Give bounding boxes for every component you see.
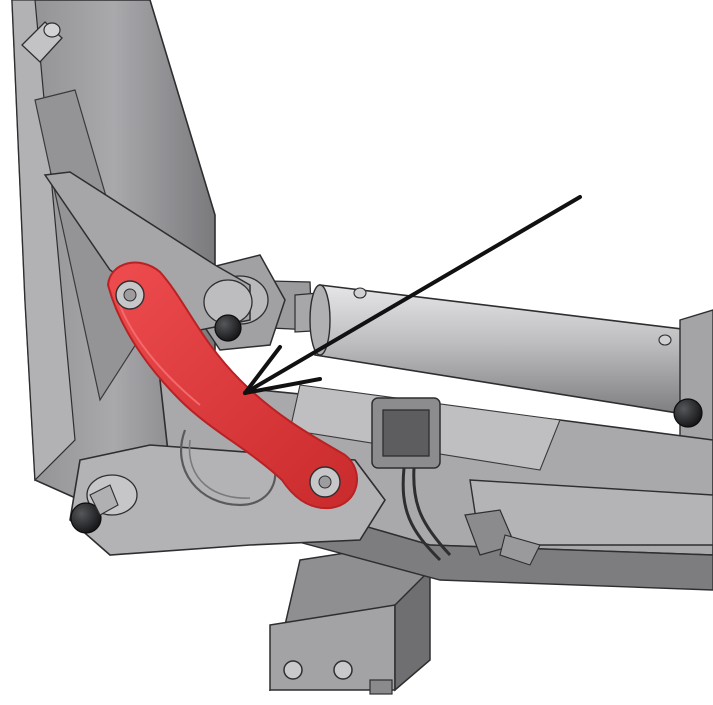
- locking-knob: [214, 314, 242, 342]
- electrical-connector: [371, 397, 452, 562]
- arrow-pointer-icon: [243, 195, 582, 395]
- fitting-port: [658, 334, 672, 346]
- locking-knob: [673, 398, 703, 428]
- lower-receiver-tube: [268, 539, 431, 695]
- bolt-head: [333, 660, 353, 680]
- fitting-port: [353, 287, 367, 299]
- top-pin: [21, 21, 63, 63]
- locking-knob: [70, 484, 119, 534]
- bolt-head: [283, 660, 303, 680]
- highlighted-link-arm: [106, 261, 358, 510]
